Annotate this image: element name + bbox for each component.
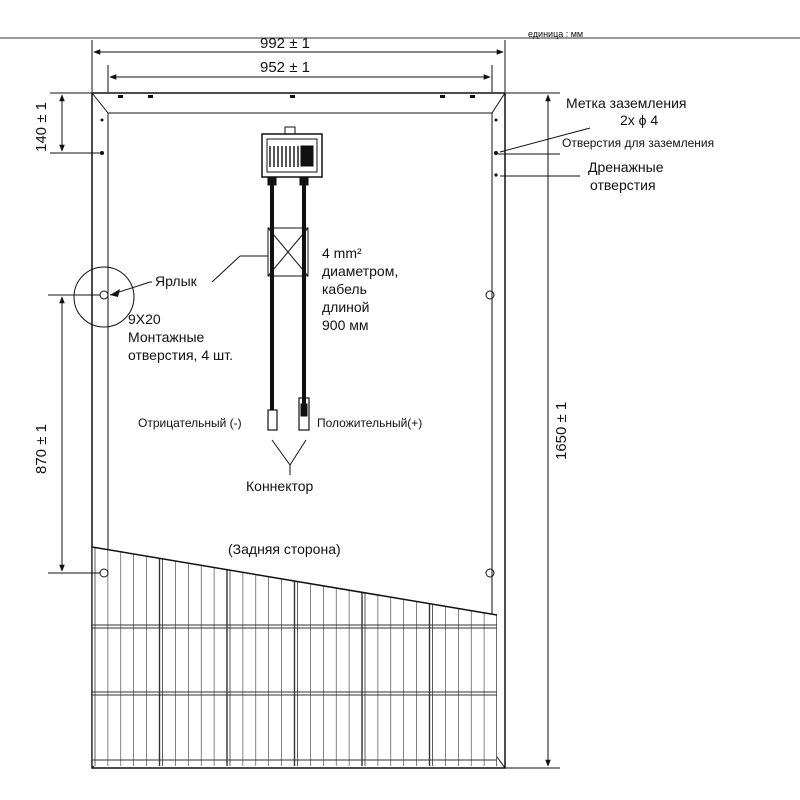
- connector-label: Коннектор: [246, 478, 314, 494]
- tag-label: Ярлык: [155, 273, 198, 289]
- back-window-edge: [91, 546, 498, 616]
- mounting-holes: [99, 290, 495, 578]
- cable-spec-2: диаметром,: [322, 263, 398, 279]
- tag-arrowhead: [110, 289, 120, 297]
- mount-holes-label-3: отверстия, 4 шт.: [128, 347, 233, 363]
- cable-spec-4: длиной: [322, 299, 370, 315]
- grounding-holes: [100, 118, 498, 177]
- cables: [267, 185, 310, 431]
- connector-pointer: [271, 439, 307, 475]
- positive-label: Положительный(+): [317, 416, 422, 430]
- cable-spec-1: 4 mm²: [322, 245, 362, 261]
- dimension-lines: [48, 40, 560, 769]
- total-height-label: 1650 ± 1: [553, 402, 570, 460]
- ground-holes-label: Отверстия для заземления: [562, 136, 714, 150]
- back-side-label: (Задняя сторона): [228, 541, 341, 557]
- mount-holes-label-2: Монтажные: [128, 329, 205, 345]
- cell-grid: [92, 547, 497, 766]
- negative-label: Отрицательный (-): [138, 416, 242, 430]
- cable-spec-3: кабель: [322, 281, 367, 297]
- unit-note: единица : мм: [528, 29, 583, 39]
- mount-hole-callout-circle: [73, 266, 135, 328]
- mount-spacing-label: 870 ± 1: [33, 424, 50, 474]
- mount-holes-label-1: 9X20: [128, 311, 161, 327]
- ground-mark-spec: 2x ϕ 4: [620, 112, 658, 128]
- ground-mark-title: Метка заземления: [566, 95, 686, 111]
- inner-width-label: 952 ± 1: [260, 59, 310, 76]
- top-offset-label: 140 ± 1: [33, 102, 50, 152]
- drain-holes-label-2: отверстия: [590, 177, 656, 193]
- junction-box: [261, 126, 323, 186]
- drain-holes-label-1: Дренажные: [588, 159, 664, 175]
- outer-width-label: 992 ± 1: [260, 35, 310, 52]
- frame-slots: [118, 95, 475, 98]
- cable-spec-5: 900 мм: [322, 317, 369, 333]
